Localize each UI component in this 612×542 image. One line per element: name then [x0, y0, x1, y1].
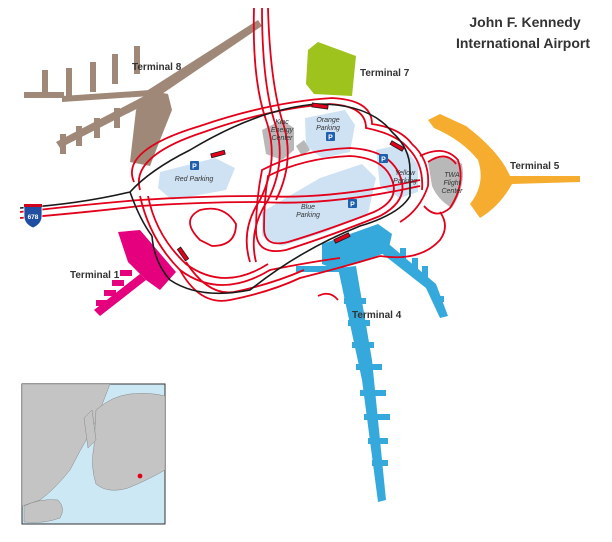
- inset-locator-map: [21, 383, 166, 525]
- orange-parking-label-line2: Parking: [316, 125, 340, 132]
- interstate-shield: 678: [23, 203, 43, 229]
- red-parking-icon: [190, 161, 199, 170]
- terminal-1[interactable]: [94, 230, 176, 316]
- red-parking-label: Red Parking: [175, 176, 214, 183]
- orange-parking-icon: [326, 132, 335, 141]
- airtrain-station-terminal-7: [311, 102, 329, 110]
- blue-parking-lot[interactable]: [262, 164, 376, 246]
- central-building: [296, 140, 310, 156]
- airtrain-spur: [129, 191, 153, 237]
- airtrain-station-terminal-1: [176, 246, 190, 262]
- orange-parking-label-line1: Orange: [316, 117, 339, 124]
- terminal-8[interactable]: [24, 20, 262, 166]
- kiac-label-line1: Kiac: [275, 119, 289, 126]
- twa-label-line2: Flight: [443, 180, 461, 187]
- yellow-parking-icon-letter: P: [381, 156, 386, 163]
- red-parking-lot[interactable]: [158, 158, 235, 200]
- airtrain-line: [19, 103, 411, 295]
- terminal-5-label: Terminal 5: [510, 161, 560, 172]
- interstate-shield-number: 678: [28, 214, 39, 221]
- terminal-5[interactable]: [428, 114, 580, 218]
- terminal-4[interactable]: [296, 224, 448, 502]
- blue-parking-label-line2: Parking: [296, 212, 320, 219]
- terminal-7[interactable]: [306, 42, 356, 96]
- terminal-7-label: Terminal 7: [360, 68, 410, 79]
- map-title-line1: John F. Kennedy: [469, 14, 580, 30]
- blue-parking-icon-letter: P: [350, 201, 355, 208]
- blue-parking-icon: [348, 199, 357, 208]
- twa-label-line3: Center: [441, 188, 463, 195]
- blue-parking-label-line1: Blue: [301, 204, 315, 211]
- parking-icons: P P P P: [190, 132, 388, 208]
- terminal-4-label: Terminal 4: [352, 310, 402, 321]
- inset-jfk-marker-icon: [137, 473, 143, 479]
- orange-parking-icon-letter: P: [328, 134, 333, 141]
- yellow-parking-icon: [379, 154, 388, 163]
- terminal-1-label: Terminal 1: [70, 270, 120, 281]
- map-title-line2: International Airport: [456, 35, 590, 51]
- airtrain-stations: [176, 102, 405, 262]
- twa-flight-center-building: [428, 157, 463, 208]
- airtrain-station-red-parking: [210, 149, 226, 159]
- red-parking-icon-letter: P: [192, 163, 197, 170]
- yellow-parking-label-line2: Parking: [393, 178, 417, 185]
- inset-land-manhattan: [83, 409, 97, 449]
- twa-label-line1: TWA: [444, 172, 460, 179]
- airtrain-station-terminal-5: [389, 140, 405, 152]
- inset-land-staten-island: [23, 499, 63, 523]
- inset-land-long-island: [92, 393, 165, 491]
- airtrain-station-terminal-4: [333, 232, 351, 244]
- kiac-label-line2: Energy: [271, 127, 294, 134]
- kiac-label-line3: Center: [271, 135, 293, 142]
- terminal-8-label: Terminal 8: [132, 62, 182, 73]
- yellow-parking-label-line1: Yellow: [395, 170, 416, 177]
